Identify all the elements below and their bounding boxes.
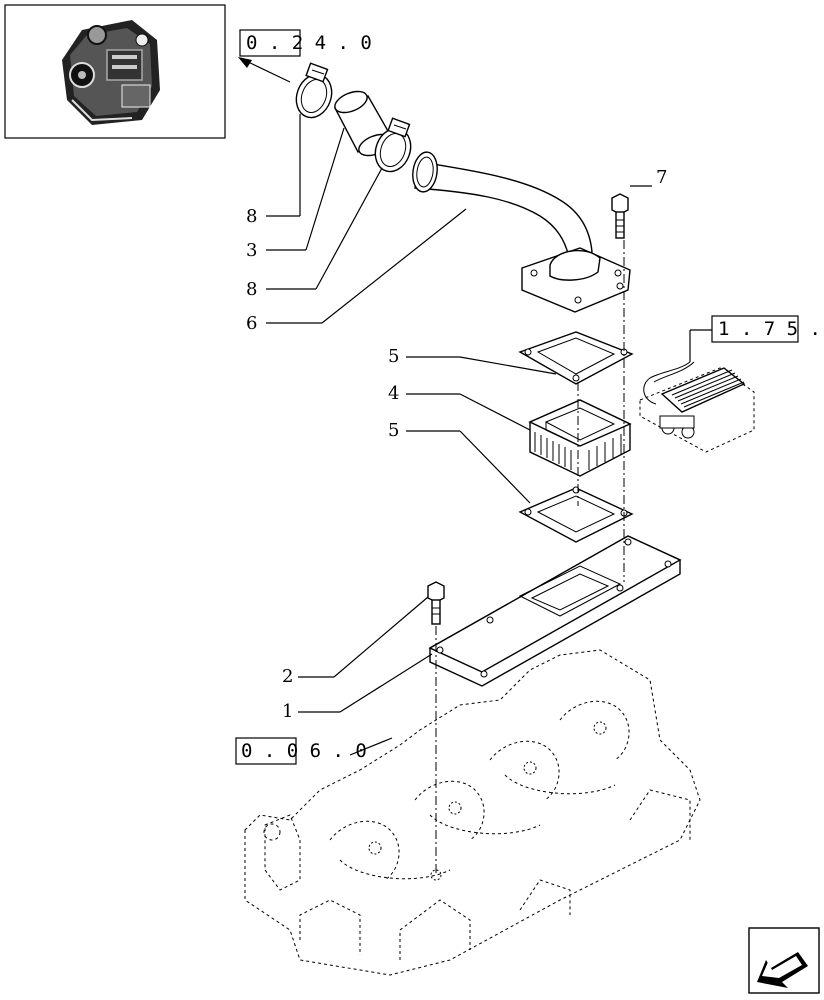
cylinder-head — [244, 649, 701, 976]
manifold-cover — [428, 535, 682, 687]
callout-5-top: 5 — [388, 346, 399, 367]
callout-3: 3 — [246, 240, 257, 261]
alignment-lines — [435, 240, 625, 875]
callout-4: 4 — [388, 383, 399, 404]
gasket-lower — [518, 486, 634, 543]
gasket-upper — [518, 331, 634, 385]
callout-8-top: 8 — [246, 206, 257, 227]
reference-side-label: 1 . 7 5 . 4 — [718, 318, 824, 340]
reference-arrow — [238, 57, 291, 83]
reference-side[interactable]: 1 . 7 5 . 4 — [711, 315, 824, 343]
reference-top-label: 0 . 2 4 . 0 — [246, 32, 372, 54]
reference-top[interactable]: 0 . 2 4 . 0 — [239, 29, 372, 57]
bolt-lower — [427, 581, 445, 625]
callout-7: 7 — [656, 167, 667, 188]
heater-block — [528, 399, 632, 477]
control-module — [639, 361, 755, 453]
intake-pipe — [412, 151, 631, 313]
hose-clamp-bottom — [374, 117, 412, 173]
next-page-arrow-icon[interactable] — [748, 927, 820, 994]
callout-8-bottom: 8 — [246, 279, 257, 300]
callout-1: 1 — [282, 701, 293, 722]
engine-thumbnail-icon[interactable] — [4, 4, 226, 139]
hose-clamp-top — [295, 62, 333, 119]
reference-bottom-label: 0 . 0 6 . 0 — [241, 740, 367, 762]
callout-6: 6 — [246, 313, 257, 334]
callout-2: 2 — [282, 666, 293, 687]
bolt-top — [611, 193, 629, 239]
reference-bottom[interactable]: 0 . 0 6 . 0 — [235, 737, 367, 765]
leader-lines — [266, 114, 652, 713]
callout-5-bottom: 5 — [388, 420, 399, 441]
